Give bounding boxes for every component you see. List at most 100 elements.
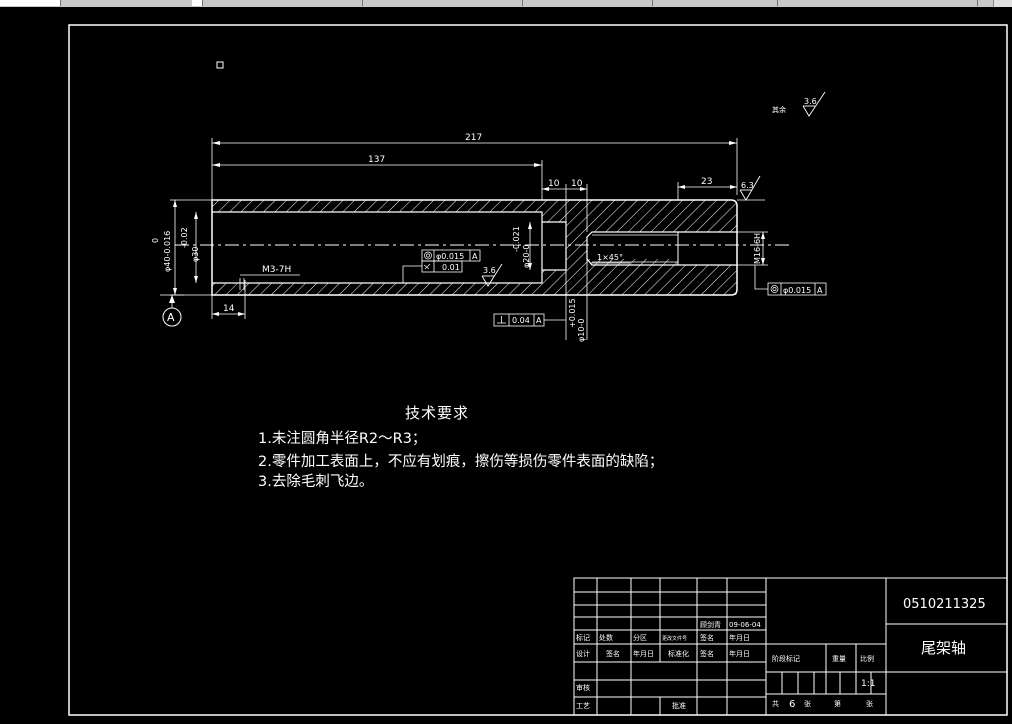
hatch-bottom-left	[212, 283, 542, 295]
tab-segment[interactable]	[522, 0, 653, 6]
tolerance-frame-4: φ0.015 A	[754, 265, 827, 296]
tolerance-frame-3: 0.04 A	[493, 313, 566, 327]
tb-design-1: 签名	[606, 649, 620, 658]
tolerance-frame-1: φ0.015 A	[421, 249, 481, 262]
dim-dia30: φ30	[191, 247, 200, 262]
hatch-bottom-right	[678, 265, 737, 295]
tol-f1-value: φ0.015	[436, 252, 464, 261]
shaft-section	[175, 199, 790, 296]
dim-217: 217	[465, 133, 482, 143]
tab-segment[interactable]	[0, 0, 61, 6]
tb-stage-mark: 阶段标记	[772, 654, 800, 663]
roughness-36-value: 3.6	[483, 266, 496, 275]
tb-weight: 重量	[832, 655, 846, 663]
bore-outline	[212, 211, 543, 284]
tb-sheet-total-label: 共	[772, 699, 779, 708]
tol-f4-value: φ0.015	[783, 286, 811, 295]
coaxiality-icon	[424, 251, 432, 260]
tab-segment[interactable]	[652, 0, 778, 6]
roughness-symbols	[481, 91, 826, 287]
coaxiality-icon	[770, 285, 779, 293]
tech-requirement-2: 2.零件加工表面上，不应有划痕，擦伤等损伤零件表面的缺陷；	[258, 454, 664, 470]
tol-f3-value: 0.04	[512, 316, 530, 325]
roughness-36-icon	[481, 263, 503, 287]
title-block-texts: 顾剑青 09-06-04 标记 处数 分区 更改文件号 签名 年月日 设计 签名…	[576, 597, 986, 710]
tol-f1-datum: A	[472, 252, 478, 261]
tb-mark-3: 更改文件号	[662, 635, 687, 642]
chamfer-label: 1×45°	[597, 253, 623, 262]
hatch-solid-mid	[542, 200, 678, 295]
tab-segment[interactable]	[362, 0, 523, 6]
thread-hole	[586, 231, 737, 266]
roughness-63-value: 6.3	[741, 181, 754, 190]
tb-student-id: 0510211325	[903, 597, 986, 612]
tb-mark-0: 标记	[576, 633, 590, 642]
dim-10b: 10	[571, 179, 583, 189]
window-top-bar	[0, 0, 1012, 7]
roughness-global-value: 3.6	[804, 97, 817, 106]
tb-scale-value: 1:1	[861, 679, 875, 689]
roughness-global-icon	[802, 91, 826, 117]
tb-design-2: 年月日	[633, 649, 654, 658]
dimension-arrows	[169, 141, 765, 316]
tech-requirements-title: 技术要求	[405, 404, 470, 422]
small-hole	[542, 221, 567, 271]
tech-requirement-3: 3.去除毛刺飞边。	[258, 474, 374, 490]
tab-segment[interactable]	[777, 0, 978, 6]
tb-part-name: 尾架轴	[921, 639, 966, 657]
tb-process: 工艺	[576, 702, 590, 710]
dim-dia10: φ10-0	[577, 319, 586, 342]
datum-a-label: A	[167, 311, 175, 324]
cylindricity-icon	[423, 263, 431, 270]
roughness-global-label: 其余	[772, 105, 786, 114]
tb-sheet-no-label: 第	[834, 699, 841, 708]
tb-mark-2: 分区	[633, 633, 647, 642]
tech-requirement-1: 1.未注圆角半径R2～R3；	[258, 431, 427, 447]
dimension-texts: 217 137 10 10 23 14 M3-7H 1×45° 0 φ40-0.…	[151, 133, 762, 342]
dim-dia10-tol: +0.015	[568, 298, 577, 328]
dim-137: 137	[368, 155, 385, 165]
dim-dia20: φ20-0	[522, 245, 531, 268]
tol-f3-datum: A	[536, 316, 542, 325]
tb-design-3: 标准化	[668, 649, 689, 658]
dim-23: 23	[701, 177, 712, 187]
tb-scale-label: 比例	[860, 654, 874, 663]
dim-dia20-tol: -0.021	[512, 226, 521, 252]
hatch-top-right	[678, 200, 737, 232]
dim-dia30-tol: -0.02	[180, 227, 189, 248]
tb-sheet-no-unit: 张	[866, 699, 873, 708]
tb-mark-5: 年月日	[729, 633, 750, 642]
tb-date: 09-06-04	[729, 621, 761, 629]
tb-approve: 批准	[672, 701, 686, 710]
hatch-top-left	[212, 200, 542, 212]
tb-design-0: 设计	[576, 649, 590, 658]
shaft-outline	[211, 199, 738, 296]
tab-segment[interactable]	[202, 0, 363, 6]
dimension-lines	[160, 138, 768, 340]
perpendicularity-icon	[497, 316, 506, 324]
tb-mark-1: 处数	[599, 633, 613, 642]
title-block-grid	[573, 577, 1008, 716]
tb-sheet-total: 6	[789, 699, 795, 710]
tolerance-frame-2: 0.01	[402, 260, 463, 283]
dim-10a: 10	[548, 179, 560, 189]
drawing-border	[68, 24, 1008, 716]
roughness-63-icon	[739, 175, 761, 201]
tab-segment[interactable]	[192, 0, 203, 6]
thread-m3-label: M3-7H	[262, 265, 291, 275]
tol-f4-datum: A	[817, 286, 823, 295]
dim-14: 14	[223, 304, 235, 314]
tb-review: 审核	[576, 683, 590, 692]
scrollbar-thumb[interactable]	[993, 0, 1012, 7]
tb-design-5: 年月日	[729, 649, 750, 658]
dim-m16: M16-6H	[753, 233, 762, 264]
tb-design-4: 签名	[700, 649, 714, 658]
tb-mark-4: 签名	[700, 633, 714, 642]
dim-dia40: φ40-0.016	[163, 231, 172, 272]
tb-designer: 顾剑青	[700, 620, 721, 629]
datum-a-circle	[162, 307, 182, 327]
tb-sheet-unit: 张	[804, 699, 811, 708]
tol-f2-value: 0.01	[442, 263, 460, 272]
selection-grip[interactable]	[216, 61, 224, 69]
